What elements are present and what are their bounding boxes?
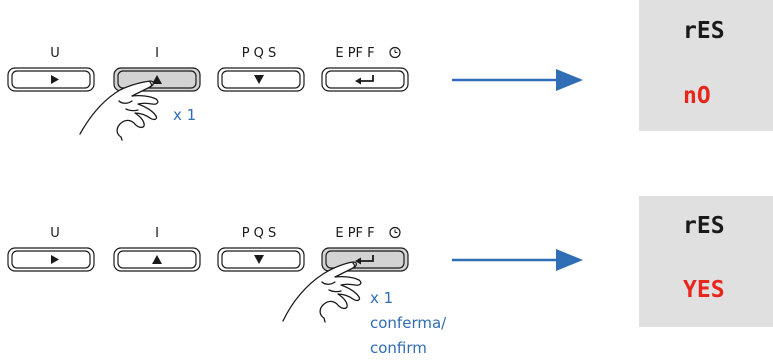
hand-press-icon (79, 80, 159, 141)
button-i-label: I (155, 46, 159, 61)
step-2: U I P Q S E PF F (7, 196, 773, 357)
button-i-step-1[interactable]: I (113, 46, 201, 92)
hand-press-icon (282, 261, 362, 323)
up-arrow-icon (152, 75, 162, 84)
clock-icon (389, 226, 401, 239)
display-value-text: YES (683, 277, 725, 303)
up-arrow-icon (152, 255, 162, 264)
lcd-display: rES nO (639, 0, 773, 131)
button-pqs-label: P Q S (242, 46, 277, 61)
confirm-caption-en: confirm (370, 339, 427, 357)
button-pqs-step-2[interactable]: P Q S (217, 226, 305, 272)
button-pqs-label: P Q S (242, 226, 277, 241)
arrow-right-icon (452, 249, 583, 271)
clock-icon (389, 46, 401, 59)
arrow-right-icon (452, 69, 583, 91)
press-count: x 1 (173, 106, 196, 124)
button-u-label: U (50, 226, 60, 241)
button-i-label: I (155, 226, 159, 241)
display-top-text: rES (683, 18, 725, 44)
button-epff-step-2[interactable]: E PF F (321, 226, 409, 272)
lcd-display: rES YES (639, 196, 773, 327)
enter-arrow-icon (355, 255, 374, 265)
display-value-text: nO (683, 83, 711, 109)
button-i-step-2[interactable]: I (113, 226, 201, 272)
button-epff-label: E PF F (335, 46, 374, 61)
button-pqs-step-1[interactable]: P Q S (217, 46, 305, 92)
button-epff-step-1[interactable]: E PF F (321, 46, 409, 92)
confirm-caption-it: conferma/ (370, 314, 447, 332)
play-icon (51, 75, 59, 84)
step-1: U I P Q S E PF F (7, 0, 773, 141)
down-arrow-icon (254, 75, 264, 84)
display-top-text: rES (683, 213, 725, 239)
enter-arrow-icon (355, 75, 374, 85)
press-count: x 1 (370, 289, 393, 307)
play-icon (51, 255, 59, 264)
button-epff-label: E PF F (335, 226, 374, 241)
button-u-label: U (50, 46, 60, 61)
down-arrow-icon (254, 255, 264, 264)
button-u-step-2[interactable]: U (7, 226, 95, 272)
button-u-step-1[interactable]: U (7, 46, 95, 92)
